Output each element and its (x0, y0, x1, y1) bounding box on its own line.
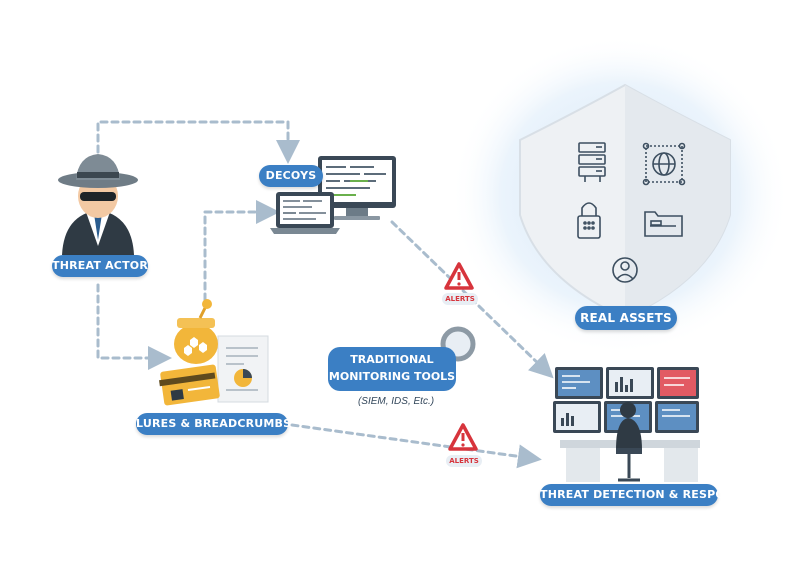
alerts-tag: ALERTS (446, 455, 482, 467)
analyst-figure (616, 402, 642, 482)
tools-label-line1: TRADITIONAL (350, 353, 434, 366)
folder-icon (644, 211, 683, 237)
alerts-tag: ALERTS (442, 293, 478, 305)
user-icon (612, 257, 638, 283)
document-icon (217, 335, 269, 403)
warning-icon (444, 262, 474, 290)
credit-card-icon (159, 364, 220, 406)
arrow-lures-to-decoys (203, 200, 280, 302)
real-assets-label: REAL ASSETS (575, 306, 677, 330)
padlock-icon (577, 202, 601, 239)
arrow-actor-to-decoys (96, 120, 300, 164)
server-icon (578, 142, 606, 182)
arrow-actor-to-lures (96, 283, 172, 370)
laptop-icon (270, 192, 340, 234)
arrow-lures-to-tdr (290, 423, 542, 469)
warning-icon (448, 423, 478, 451)
spy-icon (58, 154, 138, 255)
threat-detection-response-label: THREAT DETECTION & RESPONSE (540, 484, 750, 506)
tools-label-line2: MONITORING TOOLS (328, 370, 456, 383)
tools-examples: (SIEM, IDS, Etc.) (357, 396, 435, 407)
globe-network-icon (642, 142, 686, 186)
shield-icon (519, 83, 731, 320)
decoys-label: DECOYS (259, 165, 323, 187)
honeypot-icon (174, 299, 218, 364)
lures-breadcrumbs-label: LURES & BREADCRUMBS (136, 413, 291, 435)
threat-actor-label: THREAT ACTOR (52, 255, 148, 277)
traditional-monitoring-tools-label: TRADITIONAL MONITORING TOOLS (328, 347, 456, 391)
